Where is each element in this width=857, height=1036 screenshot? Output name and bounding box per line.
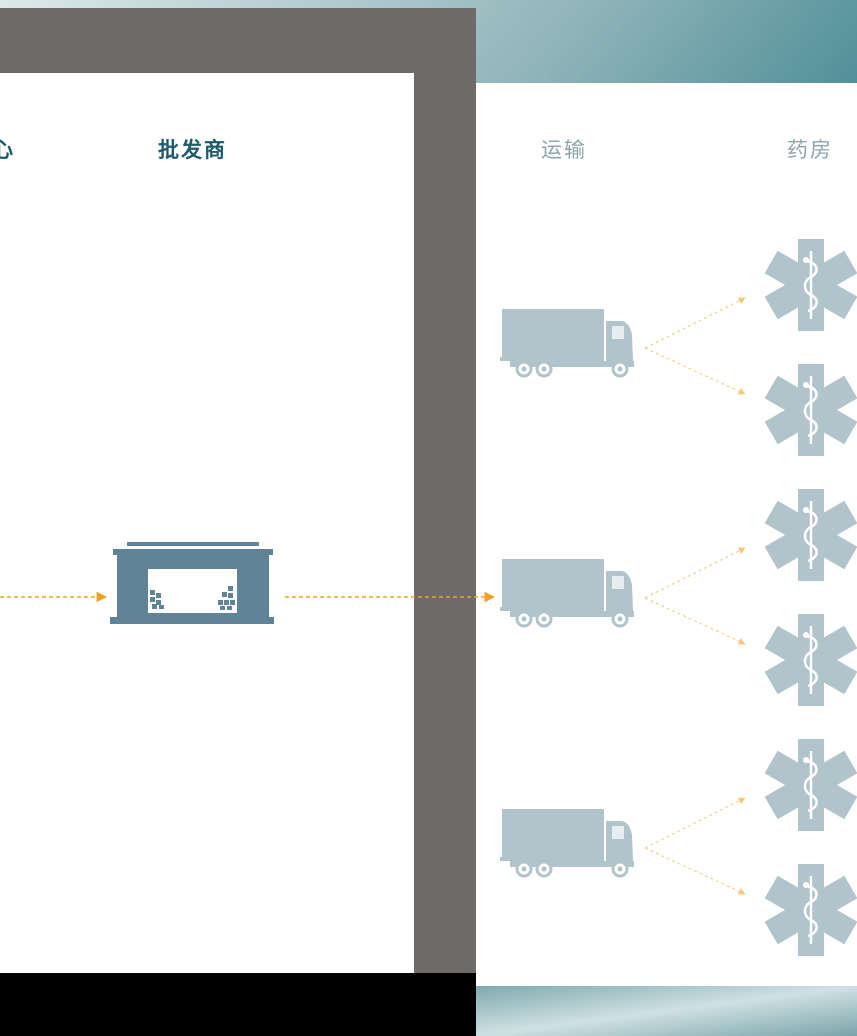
left-panel <box>0 73 414 973</box>
column-heading-pharmacy: 药房 <box>787 138 833 162</box>
column-heading-center: 心 <box>0 138 15 162</box>
column-heading-wholesaler: 批发商 <box>158 138 227 162</box>
bottom-gradient <box>476 986 857 1036</box>
left-panel-footer <box>0 973 476 1036</box>
warehouse-icon <box>110 542 274 624</box>
column-heading-transport: 运输 <box>541 138 587 162</box>
branch-arrows <box>644 297 746 895</box>
